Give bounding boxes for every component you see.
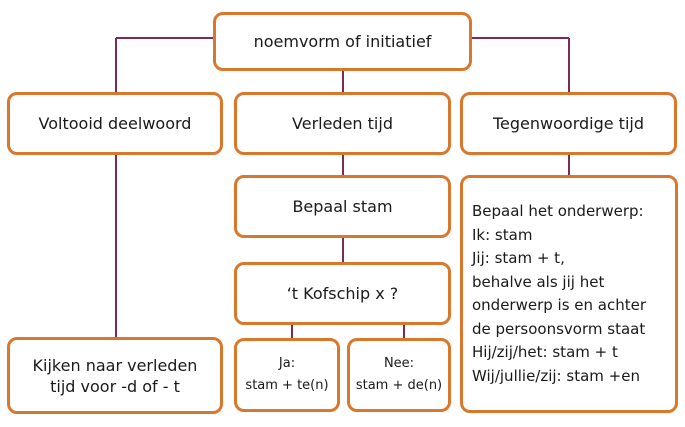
tegenwoordige-tijd-box: Tegenwoordige tijd	[460, 92, 677, 155]
verleden-tijd-box: Verleden tijd	[234, 92, 451, 155]
bepaal-stam-label: Bepaal stam	[292, 197, 393, 216]
nee-rule: stam + de(n)	[355, 378, 443, 393]
tegenwoordige-tijd-label: Tegenwoordige tijd	[492, 114, 644, 133]
voltooid-result-box: Kijken naar verleden tijd voor -d of - t	[7, 337, 223, 414]
voltooid-result-line-2: tijd voor -d of - t	[50, 376, 180, 396]
nee-box: Nee: stam + de(n)	[347, 338, 451, 412]
root-box: noemvorm of initiatief	[213, 12, 472, 71]
rule-line-5: onderwerp is en achter	[472, 296, 647, 314]
ja-box: Ja: stam + te(n)	[234, 338, 340, 412]
rule-line-4: behalve als jij het	[472, 272, 605, 291]
ja-label: Ja:	[278, 356, 296, 371]
tegenwoordige-tijd-rules-box: Bepaal het onderwerp: Ik: stam Jij: stam…	[460, 175, 678, 413]
rule-line-2: Ik: stam	[472, 225, 533, 244]
rule-line-1: Bepaal het onderwerp:	[472, 202, 644, 220]
kofschip-label: ‘t Kofschip x ?	[286, 284, 399, 303]
rule-line-3: Jij: stam + t,	[472, 249, 565, 267]
root-label: noemvorm of initiatief	[253, 32, 432, 51]
voltooid-deelwoord-label: Voltooid deelwoord	[38, 114, 192, 133]
kofschip-box: ‘t Kofschip x ?	[234, 262, 451, 325]
bepaal-stam-box: Bepaal stam	[234, 175, 451, 238]
rule-line-7: Hij/zij/het: stam + t	[472, 343, 618, 361]
rule-line-8: Wij/jullie/zij: stam +en	[472, 366, 640, 385]
verleden-tijd-label: Verleden tijd	[292, 114, 393, 133]
nee-label: Nee:	[383, 356, 415, 371]
voltooid-result-line-1: Kijken naar verleden	[32, 355, 198, 375]
rule-line-6: de persoonsvorm staat	[472, 319, 646, 338]
ja-rule: stam + te(n)	[245, 378, 329, 393]
voltooid-deelwoord-box: Voltooid deelwoord	[7, 92, 223, 155]
